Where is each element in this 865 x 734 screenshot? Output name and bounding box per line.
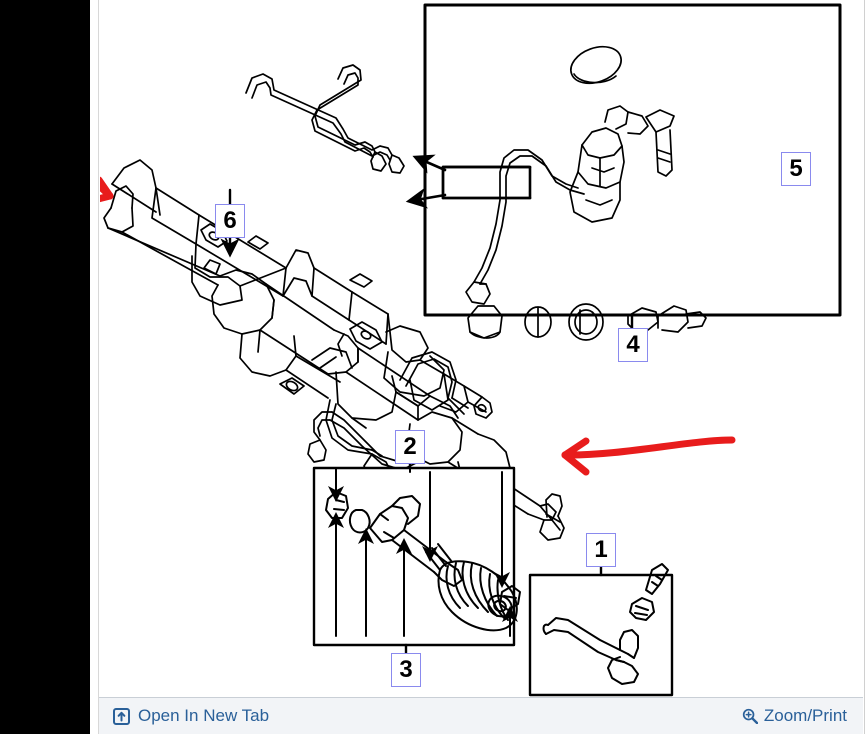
parts-diagram-canvas[interactable]: 6 4 5 2 3 1 [100,0,860,697]
red-arrow-right-head-b [561,451,590,476]
open-in-new-tab-icon [113,707,130,725]
magnifier-plus-icon [742,708,758,724]
open-in-new-tab-button[interactable]: Open In New Tab [113,705,269,727]
inset-4-contents [111,45,707,419]
zoom-print-label: Zoom/Print [763,706,847,725]
callout-label-3[interactable]: 3 [391,653,421,687]
zoom-print-button[interactable]: Zoom/Print [742,705,847,727]
callout-label-4[interactable]: 4 [618,328,648,362]
open-in-new-tab-label: Open In New Tab [138,706,270,725]
left-black-gutter [0,0,90,734]
box-1-frame [528,573,674,697]
callout-label-2[interactable]: 2 [395,430,425,464]
diagram-footer-toolbar: Open In New Tab Zoom/Print [99,697,863,734]
inset-box-4-frame [423,3,842,317]
parts-diagram-svg [100,3,842,697]
callout-label-5[interactable]: 5 [781,152,811,186]
callout-label-6[interactable]: 6 [215,204,245,238]
box-1-contents [542,563,669,685]
red-arrow-right-shaft [561,436,736,459]
red-arrow-right-head-a [561,437,590,459]
red-arrow-left-head-b [100,176,114,200]
callout-label-1[interactable]: 1 [586,533,616,567]
red-annotations [100,176,736,476]
